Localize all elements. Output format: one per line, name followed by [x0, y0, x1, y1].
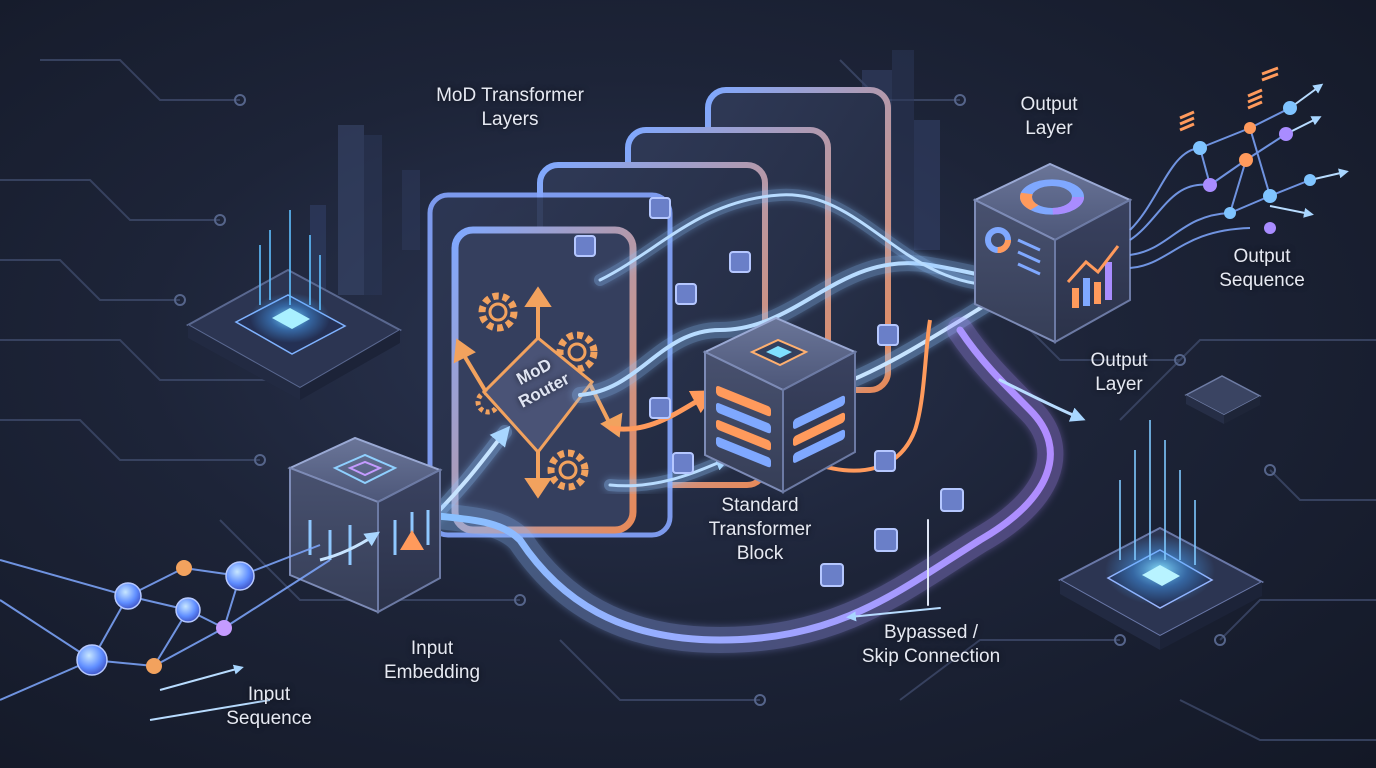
gear-icon [547, 449, 589, 491]
gear-icon [478, 292, 518, 332]
routed-path [609, 319, 932, 473]
label-input-embedding: Input Embedding [383, 638, 481, 683]
token-icon [729, 251, 751, 273]
token-icon [672, 452, 694, 474]
chip-icon [749, 338, 809, 367]
bar-chart-icon [1066, 245, 1120, 308]
left-chip-platform [185, 210, 403, 400]
label-input-sequence: Input Sequence [226, 684, 312, 729]
token-icon [649, 397, 671, 419]
token-icon [820, 563, 844, 587]
token-icon [675, 283, 697, 305]
skip-connection-path [417, 317, 1086, 654]
donut-chart-icon [985, 227, 1011, 253]
token-icon [649, 197, 671, 219]
input-sequence-graph [0, 544, 331, 721]
token-icon [574, 235, 596, 257]
label-output-sequence: Output Sequence [1219, 246, 1305, 291]
token-icon [940, 488, 964, 512]
label-standard-transformer-block: Standard Transformer Block [708, 495, 812, 564]
token-icon [877, 324, 899, 346]
label-mod-transformer-layers: MoD Transformer Layers [436, 85, 584, 130]
output-sequence-graph [1129, 66, 1349, 269]
token-icon [874, 450, 896, 472]
token-cubes [574, 197, 964, 587]
input-embedding-cube [287, 436, 443, 614]
gear-icon [556, 331, 598, 373]
small-chip [1184, 375, 1262, 424]
donut-chart-icon [1020, 179, 1084, 215]
right-chip-platform [1057, 420, 1265, 650]
label-output-layer-top: Output Layer [1020, 94, 1078, 139]
standard-transformer-block-cube [702, 316, 858, 494]
label-skip-connection: Bypassed / Skip Connection [861, 622, 1001, 667]
token-icon [874, 528, 898, 552]
output-layer-cube [972, 162, 1133, 344]
label-output-layer-mid: Output Layer [1090, 350, 1148, 395]
